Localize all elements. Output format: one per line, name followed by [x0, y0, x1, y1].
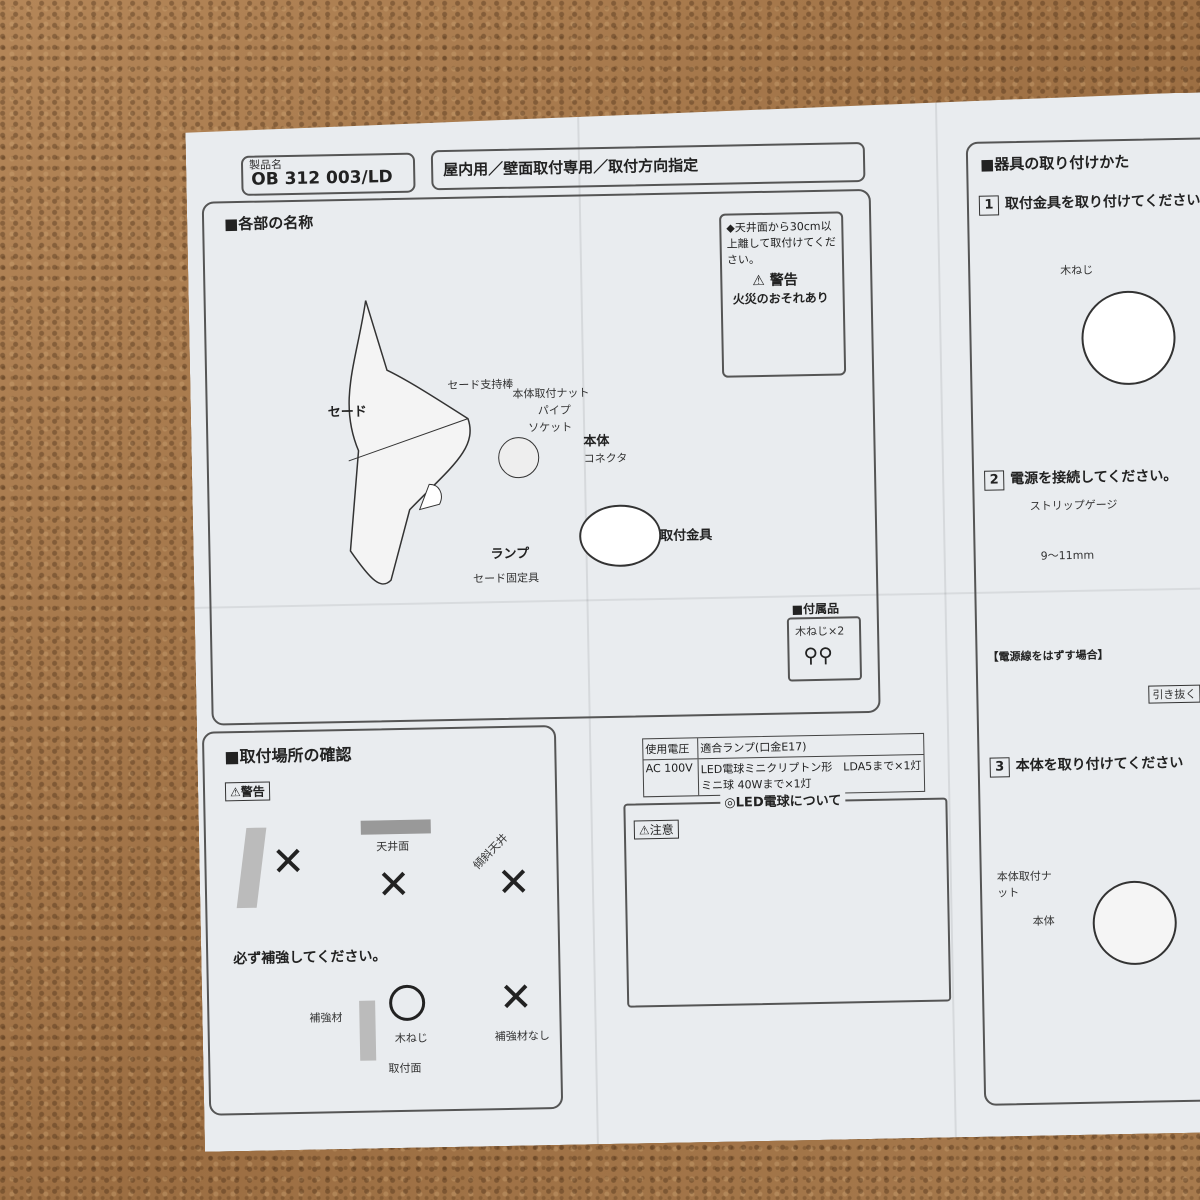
ceiling-icon [361, 819, 431, 834]
gauge-range-label: 9〜11mm [1040, 548, 1095, 563]
lamp-header: 適合ランプ(口金E17) [700, 740, 807, 756]
body-label: 本体 [583, 433, 610, 450]
socket-label: ソケット [528, 420, 573, 435]
accessories-box: 木ねじ×2 ⚲⚲ [787, 616, 862, 681]
ceiling-note: ◆天井面から30cm以上離して取付けてください。 [726, 219, 837, 267]
wood-screw-label: 木ねじ [394, 1031, 428, 1046]
product-code: OB 312 003/LD [251, 167, 393, 190]
pipe-label: パイプ [537, 403, 571, 418]
body-nut-label: 本体取付ナット [512, 386, 590, 401]
led-caution: ⚠注意 [634, 820, 679, 840]
body-nut-label: 本体取付ナット [996, 869, 1052, 900]
location-warning: ⚠警告 [225, 781, 270, 801]
lamp-diagram [295, 274, 721, 612]
bracket-icon [1081, 290, 1177, 386]
x-mark: ✕ [376, 861, 411, 909]
body-icon [1092, 880, 1178, 966]
led-info-box: ◎LED電球について ⚠注意 [623, 797, 951, 1007]
install-heading: ■器具の取り付けかた [979, 152, 1130, 174]
usage-box: 屋内用／壁面取付専用／取付方向指定 [431, 142, 866, 190]
location-heading: ■取付場所の確認 [224, 744, 352, 767]
reinforcement-label: 補強材 [309, 1011, 343, 1025]
step2-number: 2 [984, 470, 1004, 490]
remove-heading: 【電源線をはずす場合】 [987, 648, 1109, 664]
location-panel: ■取付場所の確認 ⚠警告 ✕ 天井面 ✕ 傾斜天井 ✕ 必ず補強してください。 … [202, 725, 563, 1116]
o-mark [389, 985, 426, 1022]
step1-title: 取付金具を取り付けてください。 [1004, 192, 1200, 213]
step1-number: 1 [979, 195, 999, 215]
spec-table: 使用電圧 適合ランプ(口金E17) AC 100V LED電球ミニクリプトン形 … [642, 733, 925, 797]
shade-rod-label: セード支持棒 [447, 377, 514, 393]
voltage-value: AC 100V [644, 759, 700, 796]
ceiling-label: 天井面 [376, 839, 410, 854]
wood-screw-label: 木ねじ [1060, 263, 1094, 278]
led-heading: ◎LED電球について [720, 789, 845, 810]
no-reinforcement-label: 補強材なし [494, 1029, 550, 1044]
warning-box: ◆天井面から30cm以上離して取付けてください。 ⚠ 警告 火災のおそれあり [719, 211, 846, 377]
reinforce-heading: 必ず補強してください。 [233, 948, 387, 968]
parts-panel: ■各部の名称 ◆天井面から30cm以上離して取付けてください。 ⚠ 警告 火災の… [202, 189, 881, 726]
strip-gauge-label: ストリップゲージ [1029, 498, 1118, 513]
mount-surface-label: 取付面 [388, 1061, 422, 1076]
wood-screw-count: 木ねじ×2 [794, 624, 845, 639]
lamp-label: ランプ [490, 546, 530, 563]
shade-fixture-label: セード固定具 [472, 571, 540, 586]
screw-icon: ⚲⚲ [803, 642, 834, 668]
usage-text: 屋内用／壁面取付専用／取付方向指定 [442, 156, 699, 180]
accessories-heading: ■付属品 [791, 601, 840, 617]
parts-heading: ■各部の名称 [223, 213, 314, 234]
mount-bracket-label: 取付金具 [660, 527, 713, 544]
shade-label: セード [327, 404, 367, 421]
fire-risk: 火災のおそれあり [732, 290, 829, 307]
connector-label: コネクタ [583, 451, 628, 466]
body-label: 本体 [1032, 914, 1055, 928]
reinforcement-icon [359, 1001, 376, 1061]
x-mark: ✕ [498, 974, 534, 1022]
pull-out-label: 引き抜く [1148, 685, 1200, 704]
soft-wall-icon [237, 828, 267, 909]
instruction-sheet: 製品名 OB 312 003/LD 屋内用／壁面取付専用／取付方向指定 ■各部の… [185, 92, 1200, 1152]
step3-title: 本体を取り付けてください [1015, 754, 1184, 775]
x-mark: ✕ [270, 838, 306, 886]
step2-title: 電源を接続してください。 [1010, 468, 1178, 488]
step3-number: 3 [990, 757, 1010, 777]
warning-title: ⚠ 警告 [752, 272, 798, 290]
x-mark: ✕ [496, 859, 531, 907]
voltage-header: 使用電圧 [643, 738, 698, 759]
product-code-box: 製品名 OB 312 003/LD [241, 153, 416, 196]
